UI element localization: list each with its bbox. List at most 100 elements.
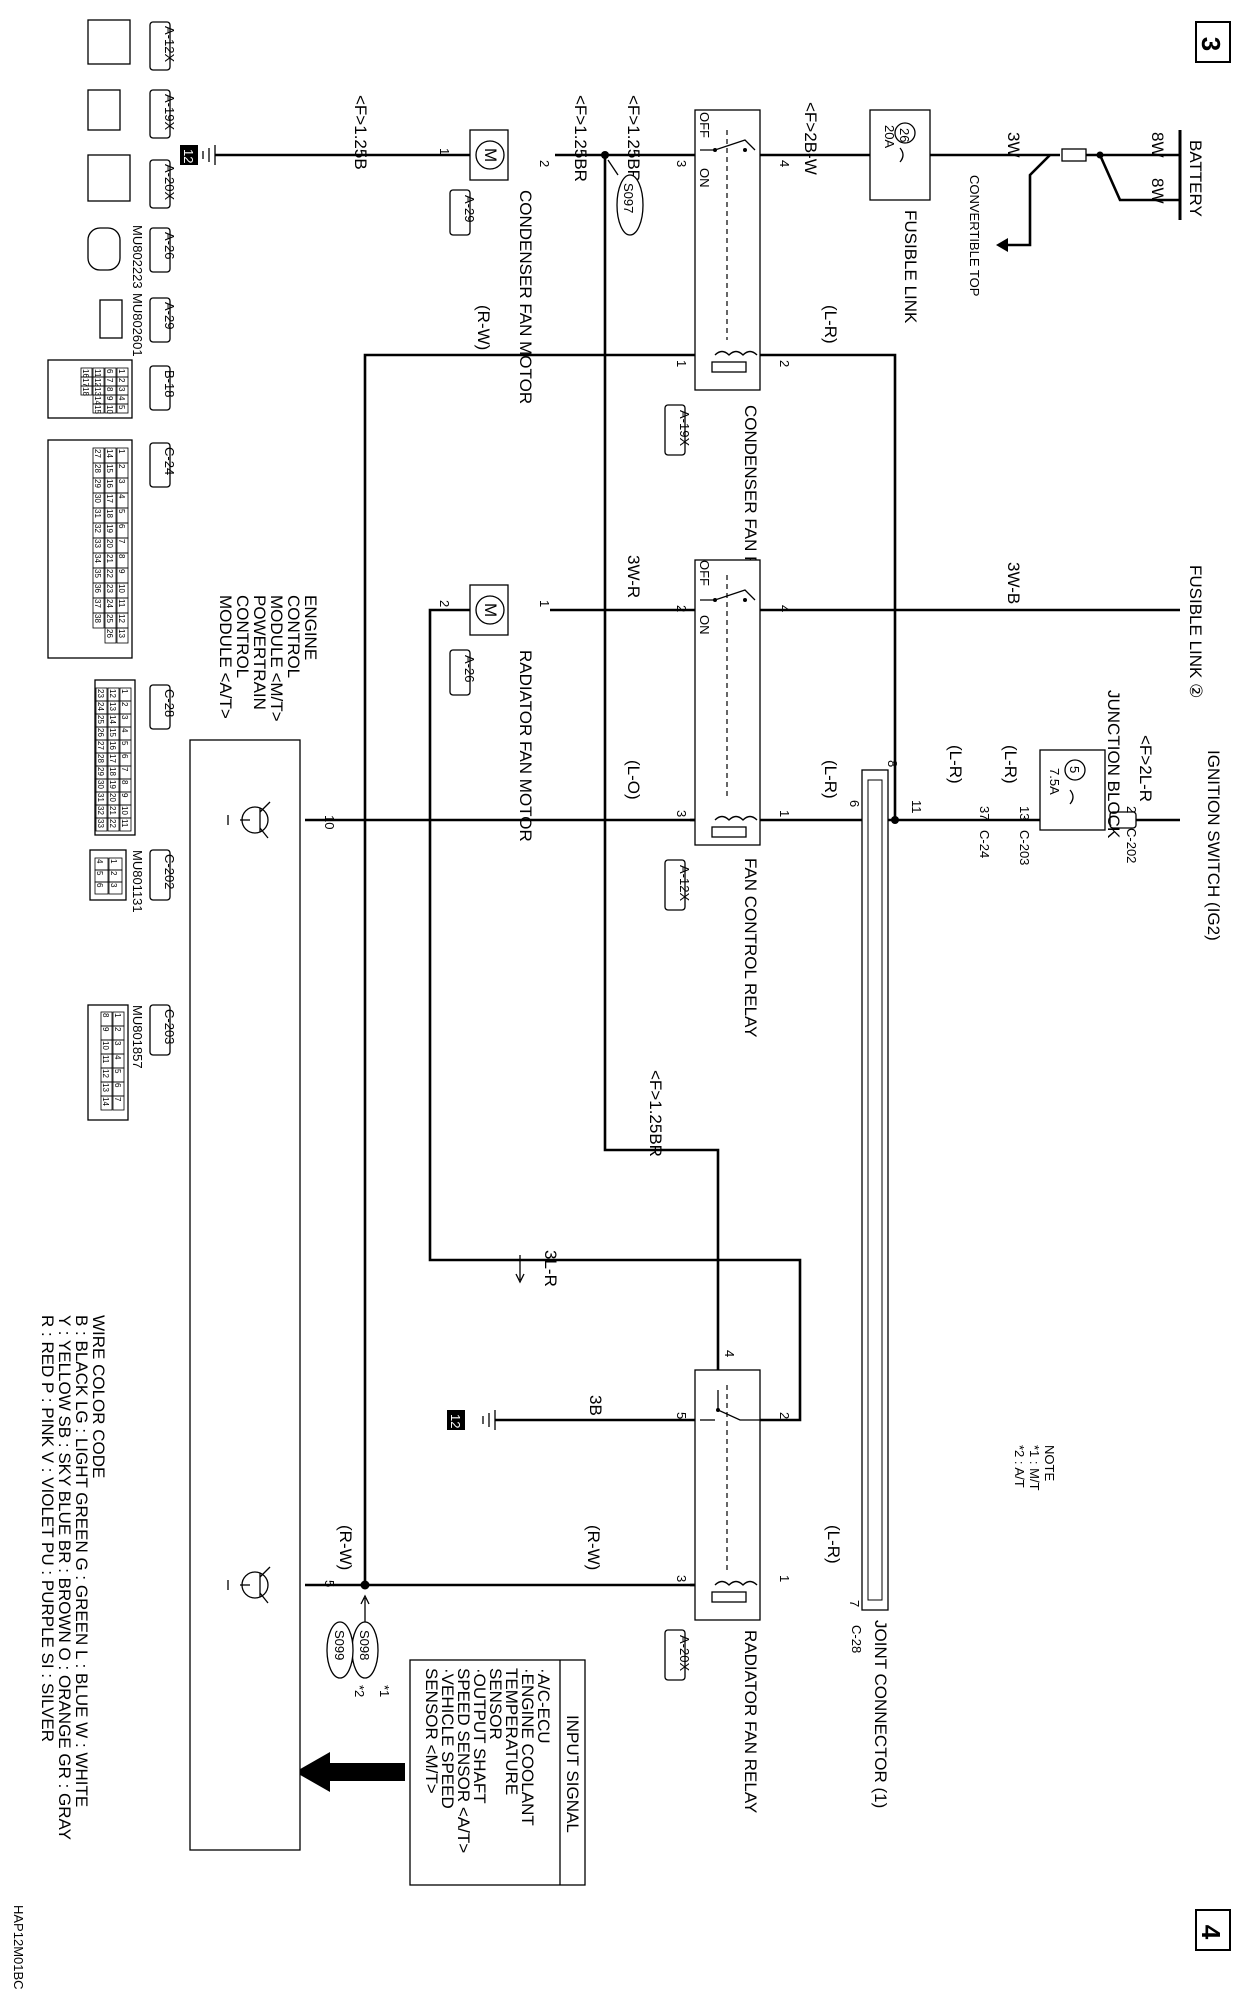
c28-pin-label: 29: [96, 767, 105, 776]
svg-text:2: 2: [777, 1412, 792, 1419]
c202-pin-cell: [108, 881, 123, 895]
note: NOTE *1 : M/T *2 : A/T: [1012, 1445, 1057, 1491]
c28-pin-label: 24: [96, 702, 105, 711]
wire-color-code: WIRE COLOR CODE B : BLACK LG : LIGHT GRE…: [38, 1315, 108, 1840]
svg-text:13: 13: [1017, 806, 1032, 820]
b18-pin-label: 11: [93, 369, 102, 378]
page-number-top: 3: [1195, 21, 1231, 63]
fusible-link-label: FUSIBLE LINK: [901, 210, 920, 324]
c24-pin-label: 3: [117, 479, 126, 484]
c24-pin-label: 38: [93, 614, 102, 623]
joint-connector-ref: C-28: [849, 1625, 864, 1653]
c28-pin-label: 9: [120, 793, 129, 798]
svg-text:A-29: A-29: [162, 302, 177, 329]
c24-pin-label: 25: [105, 614, 114, 623]
c24-pin-label: 17: [105, 494, 114, 503]
c24-pin-label: 9: [117, 569, 126, 574]
svg-text:5: 5: [1067, 766, 1082, 773]
c24-pin-label: 35: [93, 569, 102, 578]
svg-text:B-18: B-18: [162, 370, 177, 397]
battery: BATTERY 8W 8W 3W CONVERTIBLE TOP: [967, 130, 1205, 296]
b18-pin-label: 7: [105, 378, 114, 383]
svg-text:MU801131: MU801131: [130, 850, 145, 913]
connector-pin-grids: 1234567891011121314151617181234567891011…: [80, 367, 132, 1111]
c24-pin-label: 12: [117, 614, 126, 623]
engine-control-module: ENGINE CONTROL MODULE <M/T> POWERTRAIN C…: [189, 595, 355, 1851]
radiator-fan-relay-ref: A-20X: [677, 1635, 692, 1671]
c24-pin-label: 20: [105, 539, 114, 548]
c203-pin-cell: [100, 1095, 113, 1111]
b18-pin-label: 12: [93, 378, 102, 387]
c24-pin-label: 14: [105, 449, 114, 458]
c28-pin-label: 33: [96, 819, 105, 828]
c24-pin-label: 7: [117, 539, 126, 544]
c28-pin-label: 27: [96, 741, 105, 750]
c28-pin-label: 11: [120, 819, 129, 828]
b18-pin-cell: [116, 403, 129, 414]
input-signal-arrow-head: [295, 1752, 330, 1792]
c203-pin-label: 1: [113, 1013, 122, 1018]
c202-pin-label: 3: [109, 883, 118, 888]
svg-text:4: 4: [777, 160, 792, 167]
splice-s098: S098: [357, 1630, 372, 1660]
svg-text:5: 5: [674, 1412, 689, 1419]
c28-pin-label: 22: [108, 819, 117, 828]
condenser-fan-motor-label: CONDENSER FAN MOTOR: [516, 190, 535, 404]
svg-text:ON: ON: [697, 615, 712, 635]
svg-text:(R-W): (R-W): [474, 305, 493, 350]
c28-pin-label: 3: [120, 715, 129, 720]
c24-pin-label: 28: [93, 464, 102, 473]
svg-text:M: M: [481, 148, 500, 162]
battery-wire-b: 8W: [1148, 178, 1167, 204]
svg-text:3B: 3B: [586, 1395, 605, 1416]
svg-text:A-19X: A-19X: [162, 94, 177, 130]
c203-pin-label: 10: [101, 1041, 110, 1050]
svg-text:MODULE <M/T>: MODULE <M/T>: [267, 595, 286, 722]
c24-pin-label: 26: [105, 629, 114, 638]
c28-pin-label: 15: [108, 728, 117, 737]
svg-text:4: 4: [777, 605, 792, 612]
c24-pin-label: 34: [93, 554, 102, 563]
svg-text:OFF: OFF: [697, 112, 712, 138]
b18-pin-cell: [80, 385, 93, 396]
c202-pin-cell: [94, 881, 109, 895]
c24-pin-label: 18: [105, 509, 114, 518]
svg-text:3: 3: [674, 160, 689, 167]
b18-pin-label: 13: [93, 387, 102, 396]
svg-text:6: 6: [847, 800, 862, 807]
svg-text:1: 1: [777, 810, 792, 817]
c28-pin-label: 28: [96, 754, 105, 763]
b18-pin-label: 17: [81, 378, 90, 387]
svg-text:20A: 20A: [882, 125, 897, 148]
svg-text:A-20X: A-20X: [162, 164, 177, 200]
svg-text:CONTROL: CONTROL: [233, 595, 252, 678]
b18-pin-label: 8: [105, 387, 114, 392]
wire-convertible-top: [1005, 154, 1051, 247]
c28-pin-label: 16: [108, 741, 117, 750]
c28-pin-label: 23: [96, 689, 105, 698]
svg-text:·A/C-ECU: ·A/C-ECU: [534, 1668, 553, 1744]
page-number-bottom: 4: [1195, 1909, 1231, 1951]
c24-pin-label: 30: [93, 494, 102, 503]
wire-battery-8w-b: [1098, 154, 1180, 202]
radiator-fan-relay-label: RADIATOR FAN RELAY: [741, 1630, 760, 1813]
c203-pin-label: 12: [101, 1069, 110, 1078]
c24-pin-label: 27: [93, 449, 102, 458]
c28-pin-label: 31: [96, 793, 105, 802]
c202-pin-label: 1: [109, 859, 118, 864]
b18-pin-label: 3: [117, 387, 126, 392]
b18-pin-label: 10: [105, 405, 114, 414]
svg-text:(L-O): (L-O): [624, 760, 643, 800]
wires: [215, 148, 1180, 1792]
svg-text:POWERTRAIN: POWERTRAIN: [250, 595, 269, 710]
svg-text:C-28: C-28: [162, 689, 177, 717]
svg-text:37: 37: [977, 806, 992, 820]
svg-text:A-12X: A-12X: [162, 26, 177, 62]
svg-text:*2: *2: [352, 1685, 367, 1697]
svg-text:C-203: C-203: [162, 1009, 177, 1044]
diagram-code: HAP12M01BC: [11, 1905, 26, 1990]
c28-pin-label: 1: [120, 689, 129, 694]
c28-pin-label: 10: [120, 806, 129, 815]
condenser-fan-relay-label: CONDENSER FAN RELAY: [741, 405, 760, 611]
radiator-fan-motor-ref: A-26: [462, 655, 477, 682]
